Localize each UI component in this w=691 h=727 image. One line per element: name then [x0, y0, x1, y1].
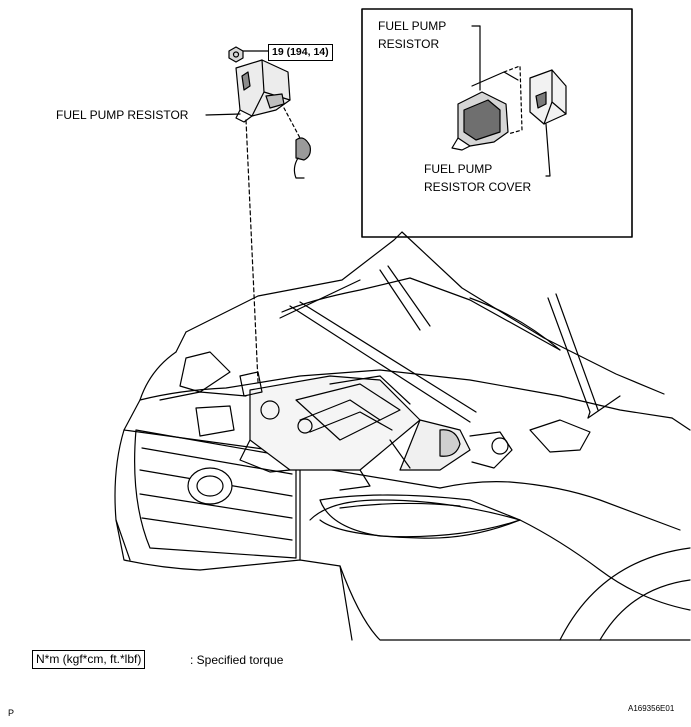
connector-leader [283, 107, 301, 139]
vehicle-engine [159, 351, 591, 491]
torque-unit-legend-box: N*m (kgf*cm, ft.*lbf) [32, 650, 146, 669]
footer-mark: P [8, 708, 15, 718]
inset-resistor-icon [451, 71, 519, 151]
vehicle-body [114, 351, 691, 641]
torque-value-box: 19 (194, 14) [268, 44, 333, 61]
figure-id: A169356E01 [628, 704, 675, 713]
main-label-leader [205, 113, 241, 116]
fuel-pump-resistor-label: FUEL PUMP RESISTOR [56, 108, 189, 122]
location-leader [245, 119, 259, 383]
nut-icon [228, 46, 244, 63]
connector-icon [293, 137, 311, 179]
fuel-pump-resistor-icon [235, 59, 291, 123]
torque-unit-legend-text: : Specified torque [190, 653, 284, 667]
inset-frame [361, 8, 633, 238]
inset-cover-label-line2: RESISTOR COVER [424, 180, 532, 194]
inset-resistor-label-line2: RESISTOR [378, 37, 440, 51]
inset-resistor-label-line1: FUEL PUMP [378, 19, 447, 33]
inset-cover-icon [529, 69, 567, 125]
vehicle-grille [134, 429, 297, 559]
vehicle-headlight [319, 494, 521, 538]
inset-cover-label-line1: FUEL PUMP [424, 162, 493, 176]
vehicle-hood [175, 231, 665, 423]
